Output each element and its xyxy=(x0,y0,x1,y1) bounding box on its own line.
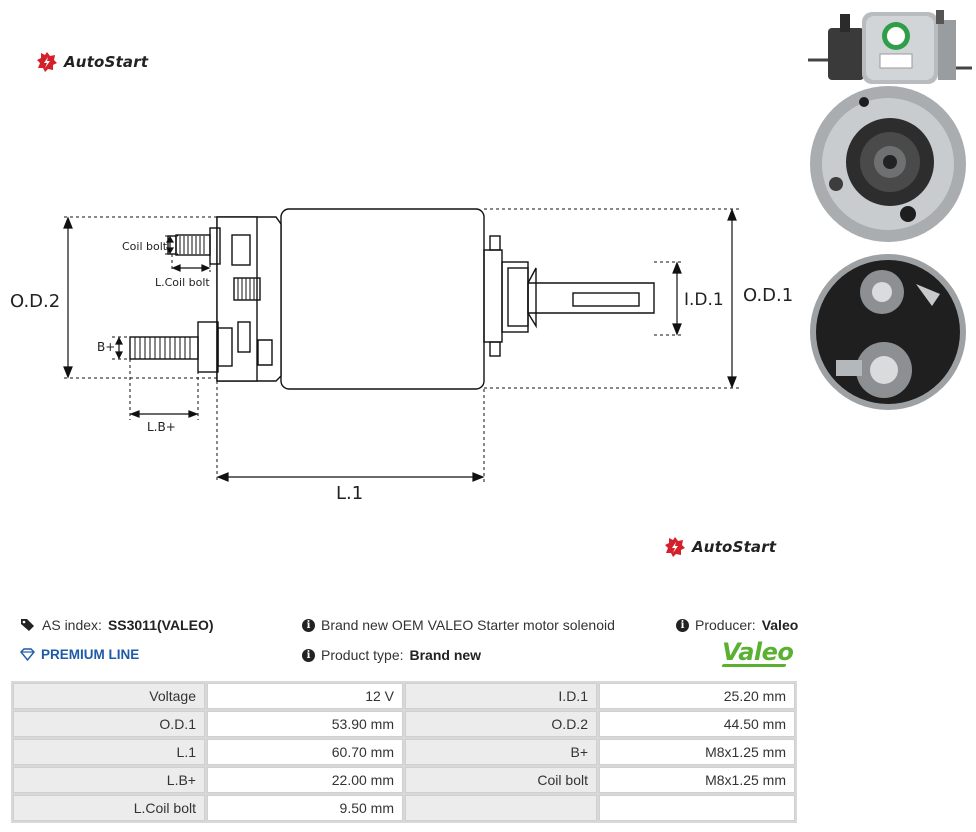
spec-value: 53.90 mm xyxy=(207,711,403,737)
valeo-logo-text: Valeo xyxy=(722,638,794,666)
producer-label: Producer: xyxy=(695,617,756,633)
info-icon: i xyxy=(302,618,315,632)
info-icon: i xyxy=(302,648,315,662)
product-type-label: Product type: xyxy=(321,647,404,663)
spec-key: Coil bolt xyxy=(405,767,597,793)
solenoid-technical-drawing: O.D.2 O.D.1 I.D.1 L.1 Coil bolt L.Coil b… xyxy=(10,208,793,504)
spec-value: 60.70 mm xyxy=(207,739,403,765)
brand-logo-secondary: AutoStart xyxy=(664,536,776,558)
spec-key: L.Coil bolt xyxy=(13,795,205,821)
l-b-plus-label: L.B+ xyxy=(147,420,176,434)
spec-value: 9.50 mm xyxy=(207,795,403,821)
product-photo-back[interactable] xyxy=(808,252,968,412)
spec-value xyxy=(599,795,795,821)
product-type-value: Brand new xyxy=(409,647,482,663)
product-photo-front[interactable] xyxy=(808,84,968,244)
producer: i Producer: Valeo xyxy=(676,617,798,633)
autostart-logo-icon xyxy=(37,52,57,72)
logo-text: AutoStart xyxy=(64,53,149,71)
spec-value: 44.50 mm xyxy=(599,711,795,737)
premium-line[interactable]: PREMIUM LINE xyxy=(20,647,139,662)
autostart-logo-icon xyxy=(665,537,685,557)
as-index-label: AS index: xyxy=(42,617,102,633)
producer-value: Valeo xyxy=(761,617,799,633)
spec-key: L.B+ xyxy=(13,767,205,793)
info-icon: i xyxy=(676,618,689,632)
premium-line-label: PREMIUM LINE xyxy=(41,647,140,662)
spec-key: L.1 xyxy=(13,739,205,765)
spec-value: M8x1.25 mm xyxy=(599,739,795,765)
spec-value: M8x1.25 mm xyxy=(599,767,795,793)
spec-value: 25.20 mm xyxy=(599,683,795,709)
spec-key: B+ xyxy=(405,739,597,765)
spec-key: I.D.1 xyxy=(405,683,597,709)
spec-key: O.D.1 xyxy=(13,711,205,737)
description: i Brand new OEM VALEO Starter motor sole… xyxy=(302,617,615,633)
b-plus-label: B+ xyxy=(97,340,115,354)
as-index: AS index: SS3011(VALEO) xyxy=(20,617,214,633)
description-text: Brand new OEM VALEO Starter motor soleno… xyxy=(321,617,615,633)
spec-key: Voltage xyxy=(13,683,205,709)
product-photo-side[interactable] xyxy=(806,6,972,90)
coil-bolt-label: Coil bolt xyxy=(122,240,168,253)
id1-label: I.D.1 xyxy=(684,290,724,310)
diamond-icon xyxy=(20,648,35,661)
as-index-value: SS3011(VALEO) xyxy=(107,617,214,633)
spec-value: 12 V xyxy=(207,683,403,709)
spec-key xyxy=(405,795,597,821)
valeo-underline xyxy=(721,664,787,667)
spec-value: 22.00 mm xyxy=(207,767,403,793)
product-type: i Product type: Brand new xyxy=(302,647,481,663)
od1-label: O.D.1 xyxy=(743,285,793,306)
logo-text: AutoStart xyxy=(692,538,777,556)
od2-label: O.D.2 xyxy=(10,291,60,312)
valeo-logo: Valeo xyxy=(721,638,794,667)
tags-icon xyxy=(21,619,34,631)
l-coil-bolt-label: L.Coil bolt xyxy=(155,276,210,289)
l1-label: L.1 xyxy=(336,483,363,504)
spec-key: O.D.2 xyxy=(405,711,597,737)
brand-logo: AutoStart xyxy=(36,51,148,73)
